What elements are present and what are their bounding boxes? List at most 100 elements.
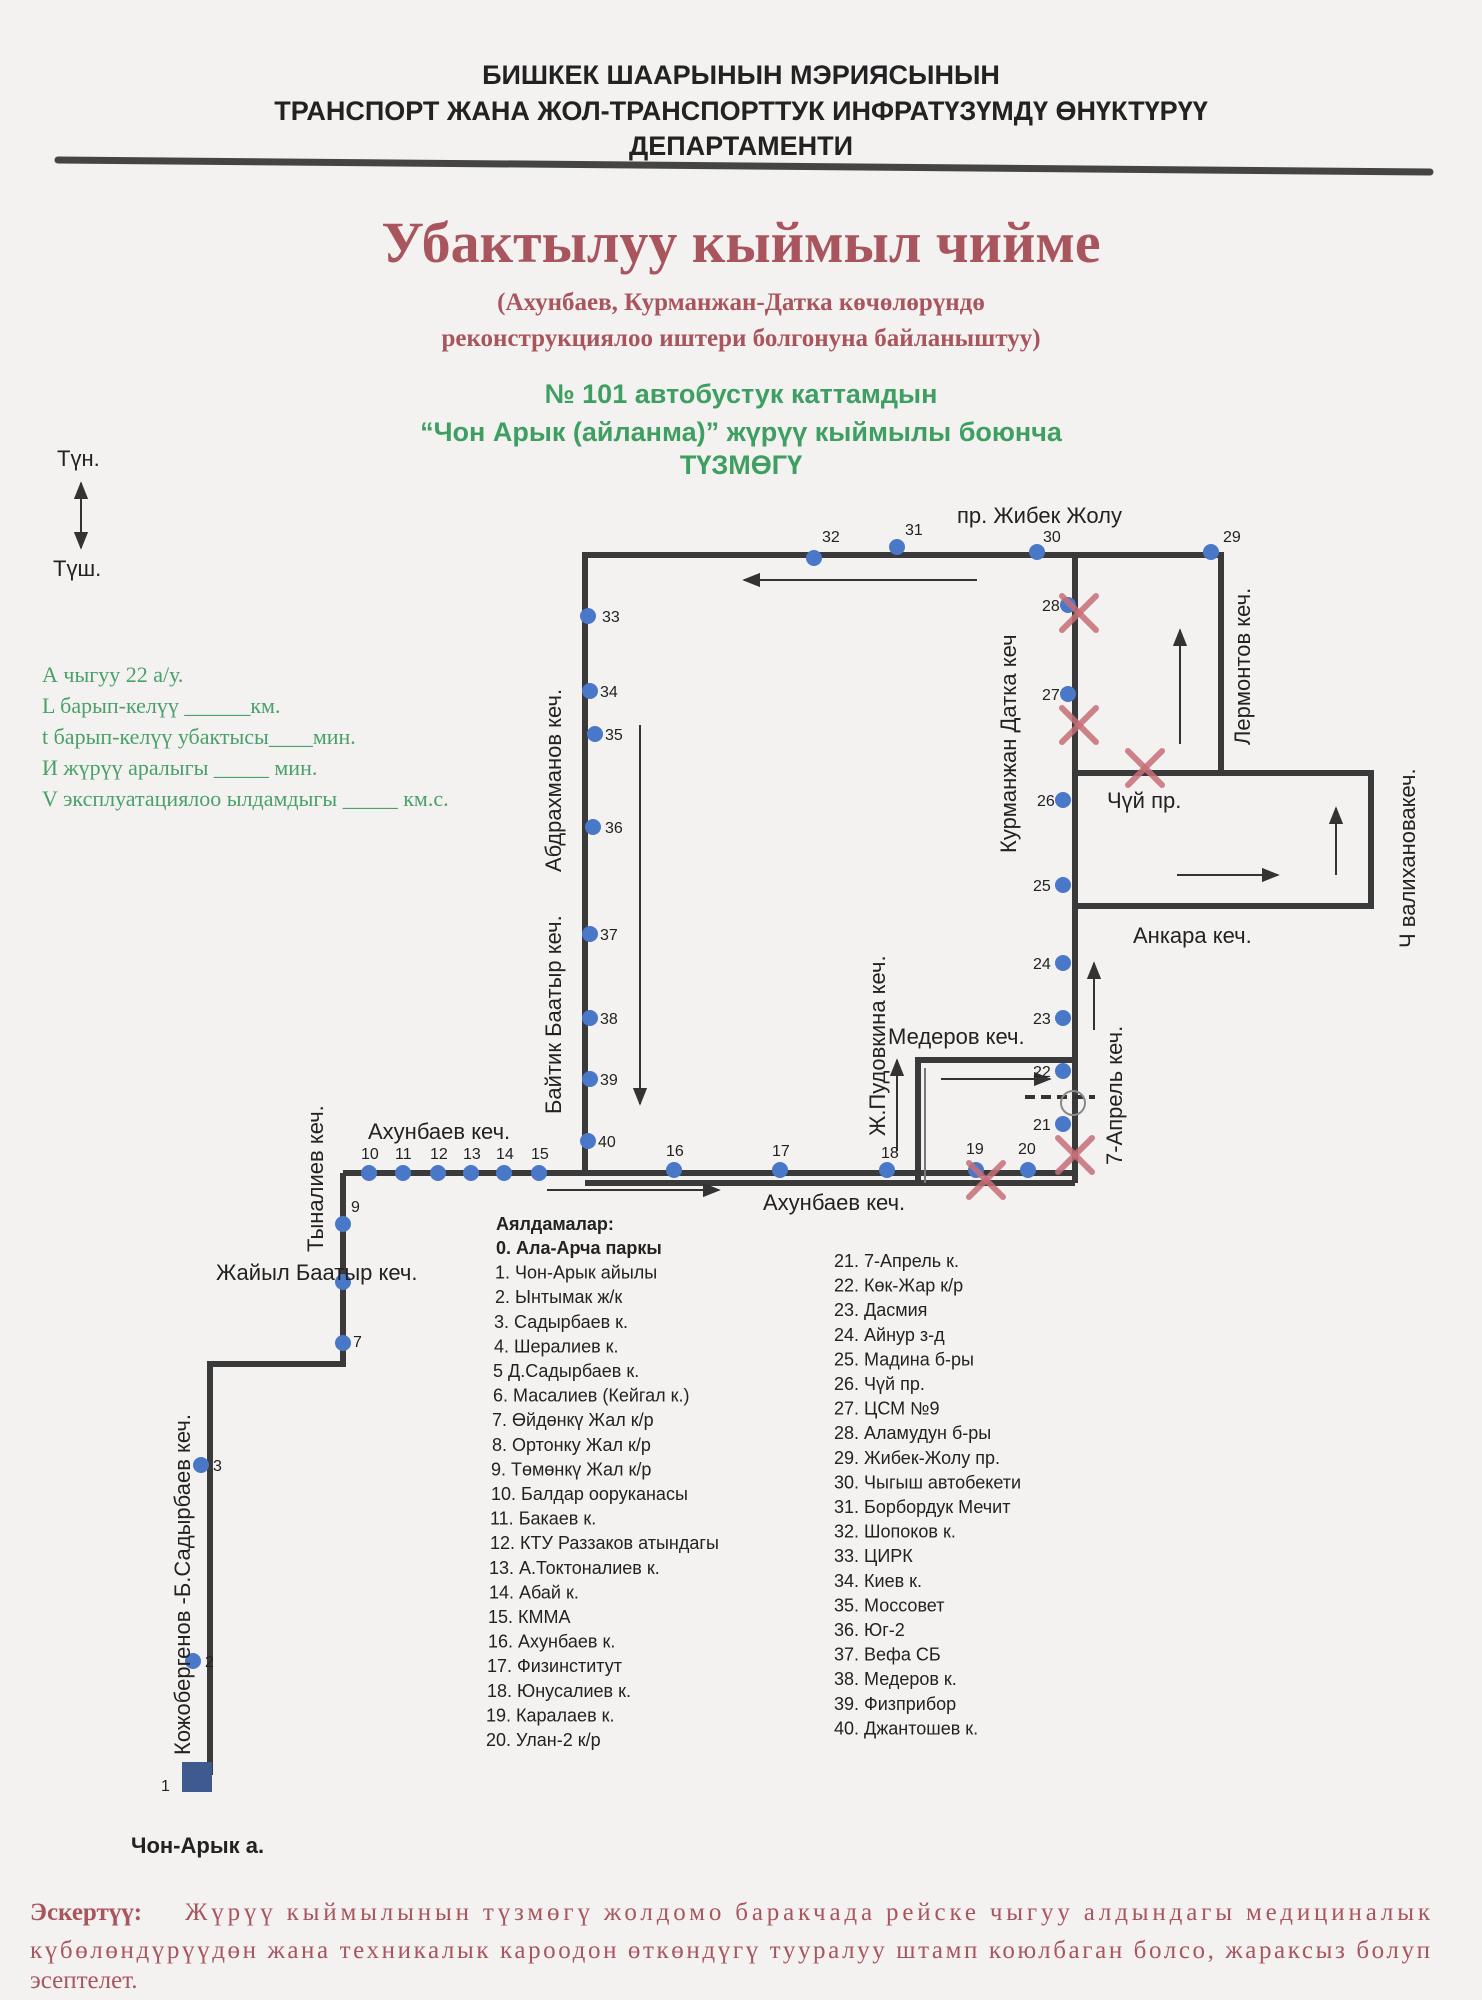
bus-stop-marker [1055, 1063, 1071, 1079]
stop-list-item: 5 Д.Садырбаев к. [493, 1361, 639, 1381]
stop-list-item: 23. Дасмия [834, 1300, 927, 1320]
bus-stop-marker [463, 1165, 479, 1181]
street-label-7-april: 7-Апрель кеч. [1102, 1026, 1127, 1165]
stop-list-item: 24. Айнур з-д [834, 1325, 945, 1345]
stop-list-item: 21. 7-Апрель к. [834, 1251, 959, 1271]
street-label-abdrakhmanov: Абдрахманов кеч. [541, 689, 566, 872]
note: Эскертүү: Жүрүү кыймылынын түзмөгү жолдо… [30, 1899, 1431, 1994]
stop-list-item: 2. Ынтымак ж/к [495, 1287, 622, 1307]
bus-stop-marker [395, 1165, 411, 1181]
bus-stop-marker [1203, 544, 1219, 560]
bus-stop-number: 25 [1033, 878, 1051, 895]
stop-list-item: 13. А.Токтоналиев к. [489, 1558, 660, 1578]
bus-stop-number: 2 [205, 1654, 214, 1671]
bus-stop-marker [582, 926, 598, 942]
bus-stop-marker [430, 1165, 446, 1181]
stop-list-item: 11. Бакаев к. [490, 1509, 596, 1529]
bus-stop-number: 12 [430, 1146, 448, 1163]
stop-list-item: 33. ЦИРК [834, 1546, 913, 1566]
bus-stop-number: 10 [361, 1146, 379, 1163]
stop-list-item: 25. Мадина б-ры [834, 1349, 974, 1369]
bus-stop-marker [193, 1457, 209, 1473]
stop-list-item: 40. Джантошев к. [834, 1718, 978, 1738]
bus-stop-number: 26 [1037, 793, 1055, 810]
stop-list-item: 29. Жибек-Жолу пр. [834, 1448, 1000, 1468]
stop-list-item: 34. Киев к. [834, 1571, 922, 1591]
bus-stop-number: 33 [602, 609, 620, 626]
bus-stop-number: 21 [1033, 1117, 1051, 1134]
closed-x-icon [1055, 1135, 1095, 1175]
road-chuy-box [1075, 770, 1374, 909]
bus-stop-number: 34 [600, 684, 618, 701]
subtitle-line-2: реконструкциялоо иштери болгонуна байлан… [441, 325, 1040, 352]
bus-stop-number: 24 [1033, 956, 1051, 973]
bus-stop-number: 30 [1043, 529, 1061, 546]
bus-stop-marker [806, 550, 822, 566]
bus-stop-number: 22 [1033, 1064, 1051, 1081]
street-label-tynaliev: Тыналиев кеч. [303, 1105, 328, 1252]
stop-list-item: 6. Масалиев (Кейгал к.) [493, 1386, 689, 1406]
stop-list-item: 1. Чон-Арык айылы [495, 1263, 657, 1283]
bus-stop-number: 32 [822, 529, 840, 546]
bus-stop-marker [666, 1162, 682, 1178]
bus-stop-number: 19 [966, 1141, 984, 1158]
bus-stop-marker [1055, 792, 1071, 808]
header-line-3: ДЕПАРТАМЕНТИ [629, 131, 853, 161]
bus-stop-number: 11 [395, 1146, 412, 1163]
street-label-kozhobergenov: Кожобергенов -Б.Садырбаев кеч. [170, 1414, 195, 1755]
bus-stop-number: 27 [1042, 687, 1060, 704]
street-label-akhunbaev-west: Ахунбаев кеч. [368, 1119, 510, 1144]
bus-stop-marker [582, 683, 598, 699]
closed-x-icon [966, 1160, 1006, 1200]
route-parameters: А чыгуу 22 а/у. L барып-келүү ______км. … [42, 662, 449, 811]
bus-stop-marker [580, 1133, 596, 1149]
stop-list-item: 7. Өйдөнкү Жал к/р [492, 1410, 654, 1430]
stop-list-item: 39. Физприбор [834, 1694, 956, 1714]
note-line-1: Жүрүү кыймылынын түзмөгү жолдомо баракча… [185, 1899, 1431, 1926]
bus-stop-marker [335, 1274, 351, 1290]
street-label-lermontov: Лермонтов кеч. [1230, 588, 1255, 745]
param-interval: И жүрүү аралыгы _____ мин. [42, 755, 317, 780]
bus-stop-number: 14 [496, 1146, 514, 1163]
bus-stop-marker [335, 1335, 351, 1351]
stop-list-item: 38. Медеров к. [834, 1669, 957, 1689]
stop-list-item: 36. Юг-2 [834, 1620, 905, 1640]
param-speed: V эксплуатациялоо ылдамдыгы _____ км.с. [42, 786, 449, 811]
bus-stop-number: 9 [351, 1199, 360, 1216]
compass-south-label: Түш. [53, 556, 101, 581]
bus-stop-marker [1020, 1162, 1036, 1178]
compass-north-label: Түн. [57, 446, 100, 471]
note-line-2: күбөлөндүрүүдөн жана техникалык кароодон… [30, 1937, 1430, 1964]
bus-stop-marker [1060, 686, 1076, 702]
road-west-branch [207, 1173, 346, 1775]
street-label-akhunbaev-south: Ахунбаев кеч. [763, 1190, 905, 1215]
stop-list-item: 32. Шопоков к. [834, 1522, 956, 1542]
subtitle-line-1: (Ахунбаев, Курманжан-Датка көчөлөрүндө [497, 289, 985, 316]
stop-list-item: 4. Шералиев к. [494, 1336, 619, 1356]
bus-stop-number: 3 [213, 1458, 222, 1475]
closed-x-icon [1059, 593, 1099, 633]
stop-list-item: 16. Ахунбаев к. [488, 1632, 615, 1652]
bus-stop-number: 38 [600, 1011, 618, 1028]
bus-stop-number: 31 [905, 522, 923, 539]
stop-list-item: 20. Улан-2 к/р [486, 1730, 601, 1750]
bus-stop-marker [185, 1653, 201, 1669]
stop-list-item: 9. Төмөнкү Жал к/р [491, 1459, 651, 1479]
bus-stop-marker [580, 608, 596, 624]
stop-list-item: 28. Аламудун б-ры [834, 1423, 991, 1443]
street-label-mederov: Медеров кеч. [888, 1024, 1025, 1049]
turnaround-icon [1060, 1090, 1086, 1116]
place-label-chon-aryk: Чон-Арык а. [131, 1833, 264, 1858]
route-line-3: ТҮЗМӨГҮ [680, 450, 803, 480]
stop-list-item: 10. Балдар ооруканасы [491, 1484, 688, 1504]
street-label-zhibek-zholu: пр. Жибек Жолу [957, 503, 1122, 528]
bus-stop-number: 39 [600, 1072, 618, 1089]
terminal-stop-icon [182, 1762, 212, 1792]
stop-list-item: 35. Моссовет [834, 1595, 944, 1615]
bus-stop-number: 35 [605, 727, 623, 744]
street-label-zhaiyl-baatyr: Жайыл Баатыр кеч. [216, 1260, 417, 1285]
param-vehicles: А чыгуу 22 а/у. [42, 662, 183, 687]
street-label-baitik-baatyr: Байтик Баатыр кеч. [541, 915, 566, 1114]
stop-list-item: 0. Ала-Арча паркы [496, 1238, 662, 1258]
